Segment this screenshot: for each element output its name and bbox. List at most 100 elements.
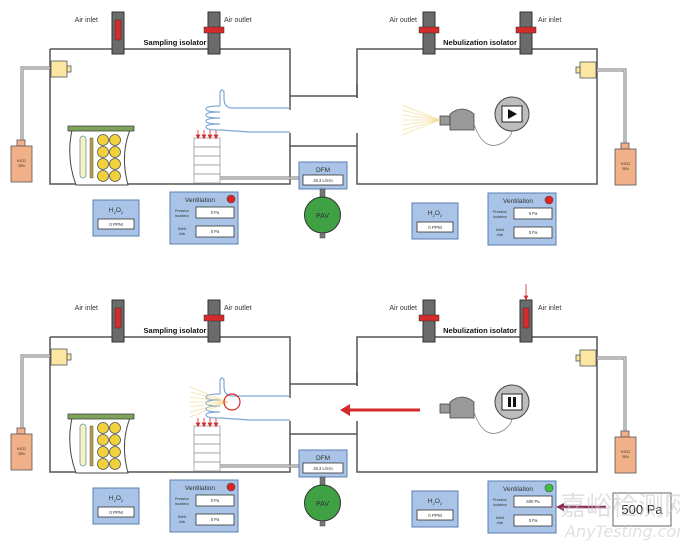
- pressure-label: isolateur: [175, 502, 189, 506]
- plate: [193, 146, 221, 157]
- contamination-highlight-circle: [223, 393, 241, 411]
- pressure-callout: 500 Pa: [556, 492, 672, 527]
- valve-open-indicator: [114, 19, 122, 41]
- nebulization-air-inlet-valve[interactable]: [519, 299, 533, 343]
- bottle-concentration: 35%: [18, 164, 25, 168]
- pressure-label: Pression: [493, 498, 507, 502]
- status-led-red: [226, 194, 236, 204]
- test-tube: [79, 135, 87, 179]
- supply-tube-inner: [21, 355, 50, 434]
- h2o2-injector: [575, 349, 597, 367]
- bottle-body: [10, 433, 33, 471]
- pause-icon: [508, 397, 511, 407]
- spray-ray: [401, 109, 441, 121]
- h2o2-value: 0 PPM: [109, 510, 123, 515]
- bottle-body: [614, 148, 637, 186]
- flow-label: Débit: [178, 515, 186, 519]
- sampling-wall-top: [50, 48, 291, 110]
- readout-box: [97, 218, 135, 230]
- bottle-label: H2O2: [621, 450, 630, 454]
- bag-seal: [67, 125, 135, 132]
- pressure-value: 0 Pa: [211, 210, 220, 215]
- bottle-label: H2O2: [17, 159, 26, 163]
- nebulizer-controller[interactable]: [494, 384, 530, 420]
- bottle-label: H2O2: [17, 447, 26, 451]
- plate: [193, 452, 221, 463]
- culture-plate: [109, 146, 121, 158]
- callout-box: [612, 492, 672, 527]
- spray-ray: [401, 114, 441, 121]
- sampling-air-outlet-valve[interactable]: [203, 299, 225, 343]
- airflow-arrowhead: [340, 404, 350, 416]
- flow-field: [195, 225, 235, 238]
- plate: [193, 425, 221, 436]
- flow-value: 0 Pa: [529, 230, 538, 235]
- nebulization-isolator-title: Nebulization isolator: [443, 38, 517, 47]
- bottle-body: [10, 145, 33, 183]
- nebulizer-body: [449, 396, 475, 419]
- pav-label: PAV: [316, 501, 329, 508]
- spray-ray: [189, 401, 229, 413]
- pressure-value: 500 Pa: [526, 499, 540, 504]
- readout-box: [97, 506, 135, 518]
- plate: [193, 443, 221, 454]
- pressure-value: 0 Pa: [529, 211, 538, 216]
- sample-bag: [67, 413, 135, 474]
- flow-label: Débit: [496, 228, 504, 232]
- h2o2-panel: H2O2 0 PPM: [92, 487, 140, 525]
- sampling-air-outlet-valve[interactable]: [203, 11, 225, 55]
- plate: [193, 173, 221, 184]
- nebulization-air-outlet-valve[interactable]: [418, 11, 440, 55]
- pressure-value: 0 Pa: [211, 498, 220, 503]
- sampling-air-inlet-valve[interactable]: [111, 11, 125, 55]
- nebulization-air-inlet-valve[interactable]: [515, 11, 537, 55]
- nebulizer-body: [449, 108, 475, 131]
- flow-value: 0 Pa: [211, 229, 220, 234]
- nebulization-air-outlet-label: Air outlet: [389, 17, 417, 24]
- dfm-label: DFM: [316, 167, 330, 174]
- ventilation-title: Ventilation: [503, 198, 533, 205]
- h2o2-title: H2O2: [109, 495, 124, 503]
- h2o2-readout: 0 PPM: [97, 218, 135, 230]
- culture-plate: [109, 458, 121, 470]
- sampling-air-inlet-valve[interactable]: [111, 299, 125, 343]
- culture-plate: [109, 158, 121, 170]
- culture-plate: [109, 446, 121, 458]
- h2o2-readout: 0 PPM: [416, 509, 454, 521]
- spray-ray: [189, 386, 229, 403]
- plate: [193, 434, 221, 445]
- pressure-label: isolateur: [175, 214, 189, 218]
- spray-ray: [401, 119, 441, 131]
- flow-label: Débit: [178, 227, 186, 231]
- flow-field: [195, 513, 235, 526]
- valve-open-indicator: [114, 307, 122, 329]
- culture-plate: [97, 170, 109, 182]
- nebulizer: [439, 384, 530, 434]
- collection-plates: [193, 418, 221, 472]
- ventilation-title: Ventilation: [185, 485, 215, 492]
- pump-exhaust: [319, 232, 326, 239]
- injector-body: [50, 60, 68, 78]
- pressure-field: [513, 207, 553, 220]
- readout-box: [416, 509, 454, 521]
- supply-tube: [597, 68, 627, 146]
- supply-tube: [20, 354, 50, 434]
- nebulization-air-outlet-valve[interactable]: [418, 299, 440, 343]
- plate: [193, 137, 221, 148]
- h2o2-title: H2O2: [109, 207, 124, 215]
- h2o2-value: 0 PPM: [428, 225, 442, 230]
- nebulizer-controller[interactable]: [494, 96, 530, 132]
- sampling-wall-bottom: [49, 337, 291, 473]
- valve-open-indicator: [522, 307, 530, 329]
- watermark-cn: 嘉峪检测网: [560, 492, 680, 522]
